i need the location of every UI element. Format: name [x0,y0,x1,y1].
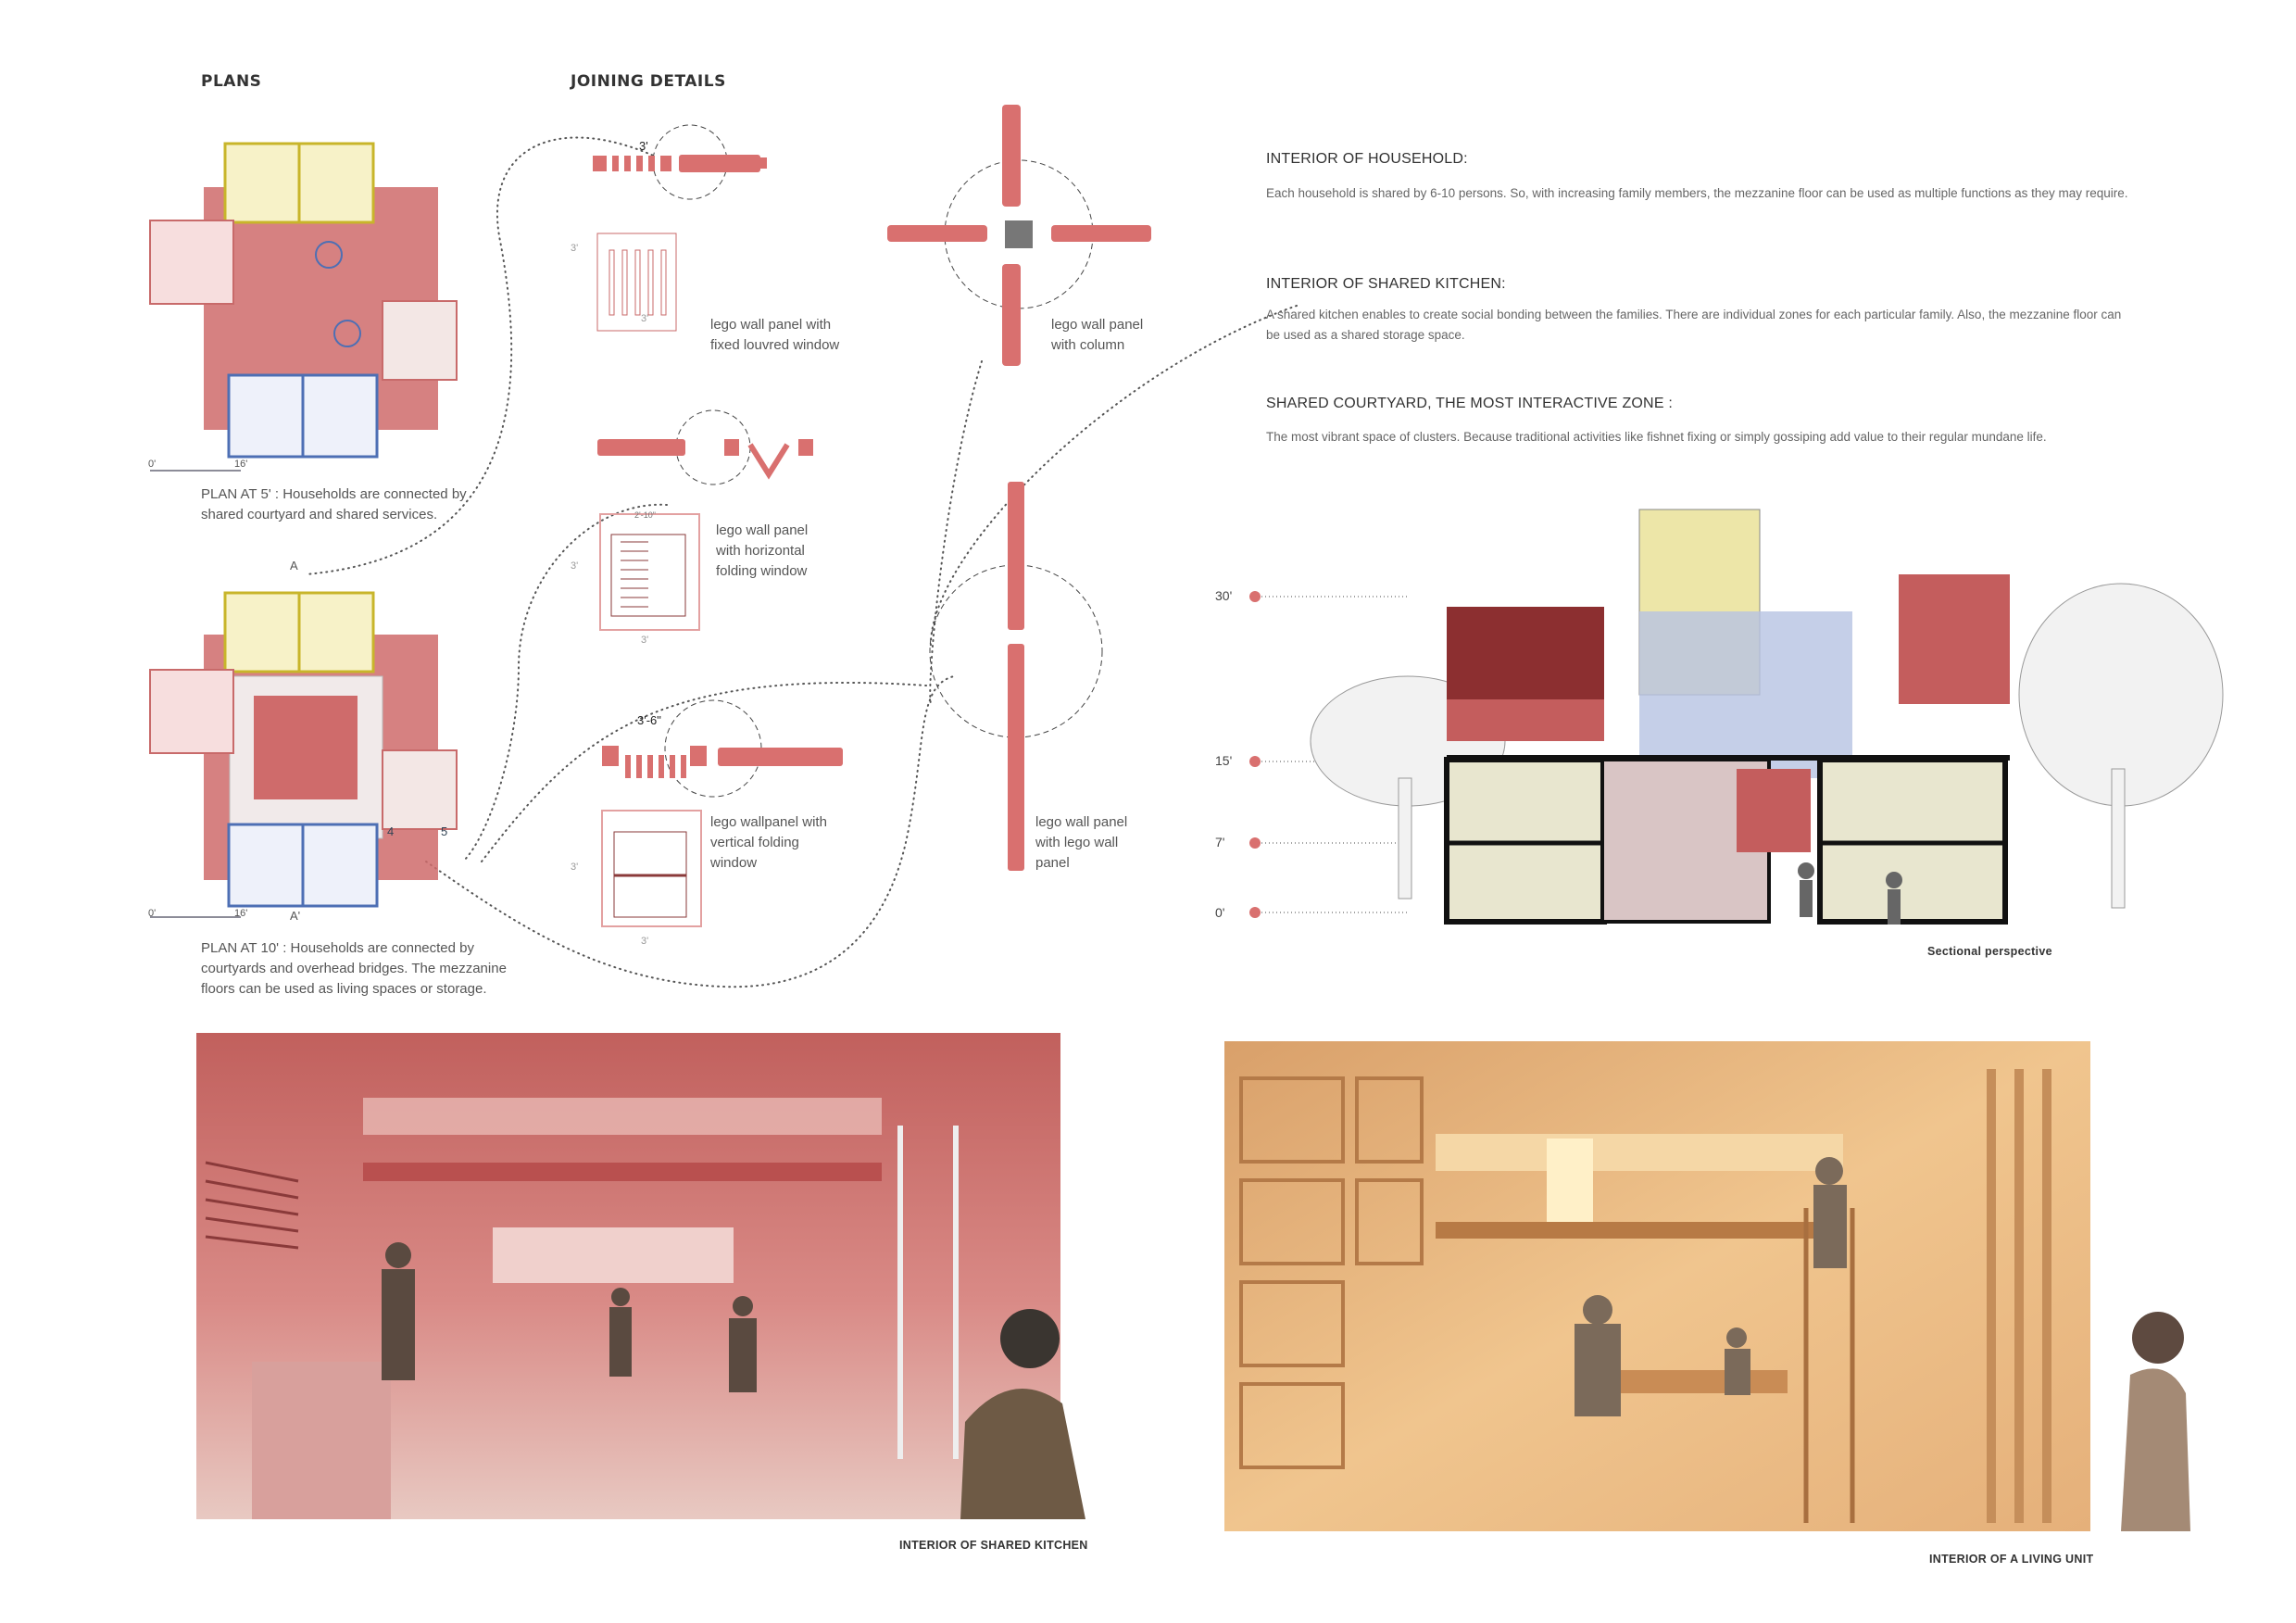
detail1-width-dim: 3' [639,139,648,153]
detail3-caption: lego wall panel with horizontal folding … [716,522,809,579]
level-label-30: 30' [1215,588,1233,603]
level-label-7: 7' [1215,835,1225,849]
info-kitchen-text: A shared kitchen enables to create socia… [1266,308,2122,342]
level-marker-icon [1249,756,1408,767]
detail-wall-to-wall-drawing [929,482,1103,871]
plan1-scale-end: 16' [234,459,248,470]
detail5-width-dim: 3'-6" [637,713,661,727]
info-courtyard-title: SHARED COURTYARD, THE MOST INTERACTIVE Z… [1266,396,1673,411]
sectional-perspective-drawing [1310,509,2224,925]
joining-details-heading: JOINING DETAILS [571,72,726,91]
detail5-caption: lego wallpanel with vertical folding win… [710,814,827,871]
plan2-mark-5: 5 [441,824,448,838]
detail5-height-dim: 3' [571,862,579,873]
detail-horizontal-folding-window-drawing [597,409,813,631]
level-label-15: 15' [1215,753,1233,768]
section-caption: Sectional perspective [1927,945,2052,958]
living-unit-caption: INTERIOR OF A LIVING UNIT [1929,1553,2094,1566]
blue-household-unit [227,373,379,459]
section-mark-a-prime: A' [290,909,301,923]
yellow-household-unit [223,142,375,224]
detail1-caption: lego wall panel with fixed louvred windo… [710,317,840,353]
plan2-caption: PLAN AT 10' : Households are connected b… [201,940,507,997]
info-courtyard-text: The most vibrant space of clusters. Beca… [1266,430,2047,444]
kitchen-interior-render [196,1033,1085,1519]
detail2-caption: lego wall panel with column [1051,317,1144,353]
plan-at-10-drawing [149,591,458,918]
detail3-height-dim: 3' [571,560,579,572]
detail3-width-dim: 2'-10" [634,510,656,520]
plans-heading: PLANS [201,72,262,91]
plan1-scale-start: 0' [148,459,157,470]
foreground-woman-figure [2121,1312,2190,1531]
info-kitchen-title: INTERIOR OF SHARED KITCHEN: [1266,276,1506,292]
level-markers [1249,591,1408,918]
blue-household-unit [227,823,379,908]
level-marker-icon [1249,591,1408,602]
tree-right [2018,583,2224,909]
detail3-bottom-dim: 3' [641,635,649,646]
info-household-title: INTERIOR OF HOUSEHOLD: [1266,151,1468,167]
detail5-bottom-dim: 3' [641,936,649,947]
level-label-0: 0' [1215,905,1225,920]
living-unit-interior-render [1224,1041,2190,1531]
detail4-caption: lego wall panel with lego wall panel [1035,814,1128,871]
level-marker-icon [1249,837,1408,849]
detail1-height-dim: 3' [571,243,579,254]
pink-service-unit-right [382,300,458,381]
pink-service-unit-left [149,669,234,754]
level-marker-icon [1249,907,1408,918]
detail-column-drawing [887,105,1151,366]
foreground-woman-figure [960,1309,1085,1519]
pink-service-unit-right [382,749,458,830]
kitchen-caption: INTERIOR OF SHARED KITCHEN [899,1539,1088,1552]
info-household-text: Each household is shared by 6-10 persons… [1266,186,2128,200]
pink-service-unit-left [149,220,234,305]
plan2-scale-end: 16' [234,908,248,919]
detail-louvred-window-drawing [593,124,767,332]
plan-at-5-drawing [149,142,458,472]
plan2-mark-4: 4 [387,824,395,838]
detail-vertical-folding-window-drawing [601,699,843,927]
plan1-caption: PLAN AT 5' : Households are connected by… [201,486,467,522]
yellow-household-unit [223,591,375,673]
detail1-bottom-dim: 3' [641,313,649,324]
plan2-scale-start: 0' [148,908,157,919]
section-mark-a: A [290,559,298,572]
